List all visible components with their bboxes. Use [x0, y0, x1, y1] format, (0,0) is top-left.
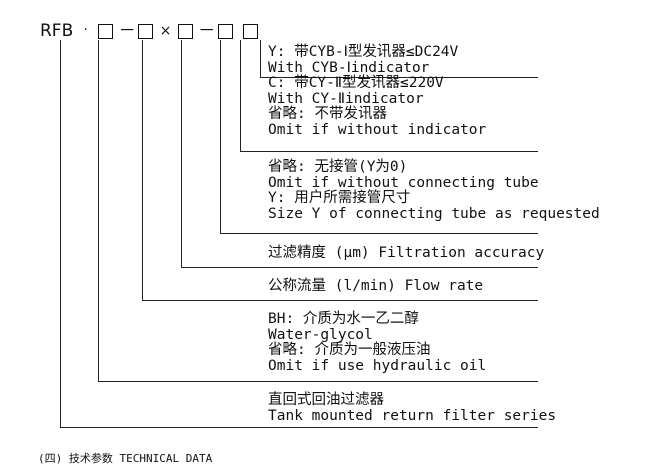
indicator-line: With CY-Ⅱindicator [268, 90, 424, 107]
leader-accuracy [220, 40, 538, 234]
code-dash-1: － [118, 21, 136, 41]
leader-indicator [260, 40, 538, 78]
medium-line: Water-glycol [268, 326, 373, 343]
tube-line: Omit if without connecting tube [268, 174, 539, 191]
indicator-line: C: 带CY-Ⅱ型发讯器≤220V [268, 75, 444, 91]
leader-flow [181, 40, 538, 268]
code-box-flow [138, 23, 154, 39]
code-box-indicator [243, 23, 259, 39]
medium-line: BH: 介质为水一乙二醇 [268, 311, 419, 327]
leader-series [98, 40, 538, 382]
code-box-filtration [98, 23, 114, 39]
medium-line: 省略: 介质为一般液压油 [268, 342, 431, 358]
connecting-tube-description: 省略: 无接管(Y为0) Omit if without connecting … [268, 159, 600, 222]
flow-line: 公称流量 (l/min) Flow rate [268, 278, 484, 294]
filtration-accuracy-description: 过滤精度 (μm) Filtration accuracy [268, 245, 545, 262]
leader-tube [240, 40, 538, 152]
medium-description: BH: 介质为水一乙二醇 Water-glycol 省略: 介质为一般液压油 O… [268, 311, 487, 374]
model-prefix: RFB [40, 21, 74, 41]
accuracy-line: 过滤精度 (μm) Filtration accuracy [268, 245, 545, 261]
leader-medium [142, 40, 538, 301]
indicator-line: 省略: 不带发讯器 [268, 106, 387, 122]
series-description: 直回式回油过滤器 Tank mounted return filter seri… [268, 392, 557, 424]
code-times: × [159, 23, 172, 39]
code-box-accuracy [177, 23, 193, 39]
indicator-line: With CYB-Ⅰindicator [268, 59, 430, 76]
series-line: Tank mounted return filter series [268, 407, 557, 424]
medium-line: Omit if use hydraulic oil [268, 357, 487, 374]
tube-line: Size Y of connecting tube as requested [268, 205, 600, 222]
tube-line: 省略: 无接管(Y为0) [268, 159, 408, 175]
tube-line: Y: 用户所需接管尺寸 [268, 190, 411, 206]
code-box-tube [217, 23, 233, 39]
series-line: 直回式回油过滤器 [268, 392, 384, 408]
code-dash-2: － [198, 21, 216, 41]
indicator-line: Y: 带CYB-Ⅰ型发讯器≤DC24V [268, 44, 459, 60]
model-dot: · [83, 23, 88, 38]
model-code: RFB · － × － [40, 20, 259, 42]
flow-rate-description: 公称流量 (l/min) Flow rate [268, 278, 484, 295]
technical-data-heading: (四) 技术参数 TECHNICAL DATA [38, 452, 213, 465]
indicator-line: Omit if without indicator [268, 121, 487, 138]
leader-model [60, 40, 538, 428]
indicator-description: Y: 带CYB-Ⅰ型发讯器≤DC24V With CYB-Ⅰindicator … [268, 44, 487, 138]
